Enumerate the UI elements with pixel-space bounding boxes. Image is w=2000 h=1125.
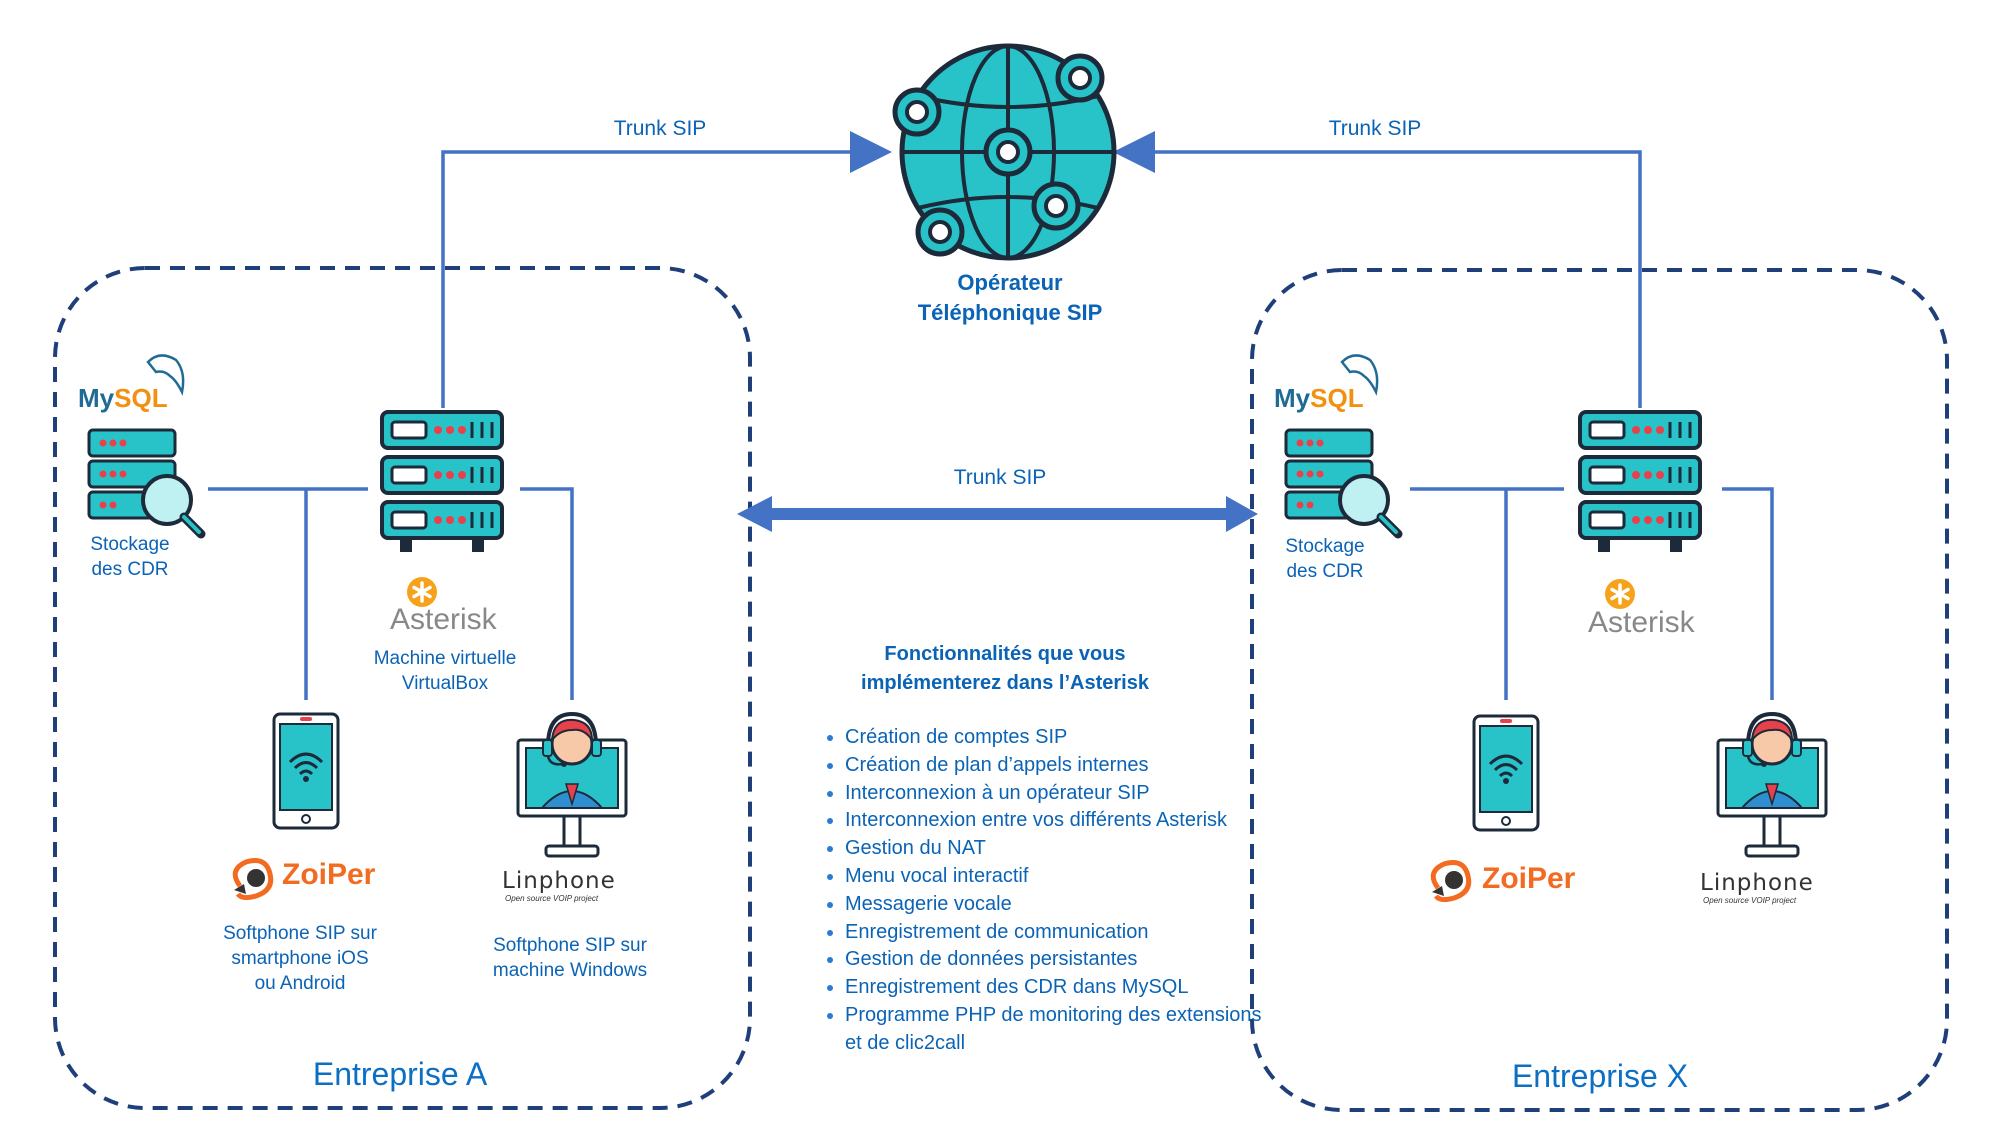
feature-item: Gestion du NAT xyxy=(845,835,1265,863)
enterprise-a-links xyxy=(208,487,574,700)
softphone-mobile-line1: Softphone SIP sur xyxy=(223,923,377,944)
trunk-double-arrow xyxy=(737,496,1258,532)
storage-label-a-line2: des CDR xyxy=(91,559,169,580)
asterisk-server-icon-x xyxy=(1578,410,1702,554)
feature-item: Gestion de données persistantes xyxy=(845,946,1265,974)
storage-label-x-line1: Stockage xyxy=(1285,536,1365,557)
smartphone-icon-x xyxy=(1472,714,1540,832)
linphone-logo-x: Linphone xyxy=(1700,870,1814,896)
trunk-line-left xyxy=(441,131,892,408)
zoiper-logo-icon-a xyxy=(234,861,271,898)
feature-item: Enregistrement de communication xyxy=(845,919,1265,947)
feature-item: Messagerie vocale xyxy=(845,891,1265,919)
storage-label-x-line2: des CDR xyxy=(1286,561,1364,582)
operator-label-line1: Opérateur xyxy=(957,270,1063,295)
desktop-agent-icon-x xyxy=(1716,712,1828,858)
asterisk-logo-icon-x xyxy=(1603,577,1637,611)
asterisk-server-icon-a xyxy=(380,410,504,554)
globe-icon xyxy=(892,43,1117,261)
softphone-pc-line2: machine Windows xyxy=(492,960,648,981)
features-title: Fonctionnalités que vous implémenterez d… xyxy=(815,640,1195,698)
vm-label-line2: VirtualBox xyxy=(401,673,489,694)
feature-item: Interconnexion entre vos différents Aste… xyxy=(845,807,1265,835)
zoiper-logo-x: ZoiPer xyxy=(1482,862,1576,895)
zoiper-logo-icon-x xyxy=(1432,863,1469,900)
enterprise-a-container xyxy=(53,266,752,1110)
asterisk-logo-x: Asterisk xyxy=(1588,606,1695,639)
trunk-line-right xyxy=(1113,131,1642,408)
linphone-tagline-x: Open source VOIP project xyxy=(1703,896,1797,905)
mysql-logo-a: MySQL xyxy=(78,383,168,413)
enterprise-x-links xyxy=(1410,487,1774,700)
trunk-label-right: Trunk SIP xyxy=(1328,117,1422,140)
softphone-mobile-line2: smartphone iOS xyxy=(231,948,369,969)
operator-label-line2: Téléphonique SIP xyxy=(917,300,1103,325)
features-title-line1: Fonctionnalités que vous xyxy=(884,643,1126,665)
enterprise-a-title: Entreprise A xyxy=(312,1056,488,1092)
linphone-tagline-a: Open source VOIP project xyxy=(505,894,599,903)
desktop-agent-icon-a xyxy=(516,712,628,858)
smartphone-icon-a xyxy=(272,712,340,830)
linphone-logo-a: Linphone xyxy=(502,868,616,894)
enterprise-x-container xyxy=(1250,268,1949,1112)
feature-item: Programme PHP de monitoring des extensio… xyxy=(845,1002,1265,1058)
mysql-server-icon-x xyxy=(1286,430,1398,534)
features-list: Création de comptes SIP Création de plan… xyxy=(815,724,1265,1058)
enterprise-x-title: Entreprise X xyxy=(1511,1058,1689,1094)
mysql-dolphin-icon-x xyxy=(1340,354,1379,396)
mysql-server-icon-a xyxy=(89,430,201,534)
feature-item: Création de plan d’appels internes xyxy=(845,752,1265,780)
mysql-dolphin-icon-a xyxy=(146,354,185,396)
mysql-logo-x: MySQL xyxy=(1274,383,1364,413)
feature-item: Interconnexion à un opérateur SIP xyxy=(845,780,1265,808)
features-title-line2: implémenterez dans l’Asterisk xyxy=(861,672,1149,694)
trunk-label-middle: Trunk SIP xyxy=(953,466,1047,489)
trunk-label-left: Trunk SIP xyxy=(613,117,707,140)
asterisk-logo-a: Asterisk xyxy=(390,603,497,636)
zoiper-logo-a: ZoiPer xyxy=(282,858,376,891)
storage-label-a-line1: Stockage xyxy=(90,534,170,555)
softphone-mobile-line3: ou Android xyxy=(254,973,346,994)
feature-item: Enregistrement des CDR dans MySQL xyxy=(845,974,1265,1002)
softphone-pc-line1: Softphone SIP sur xyxy=(493,935,647,956)
feature-item: Menu vocal interactif xyxy=(845,863,1265,891)
vm-label-line1: Machine virtuelle xyxy=(373,648,517,669)
feature-item: Création de comptes SIP xyxy=(845,724,1265,752)
